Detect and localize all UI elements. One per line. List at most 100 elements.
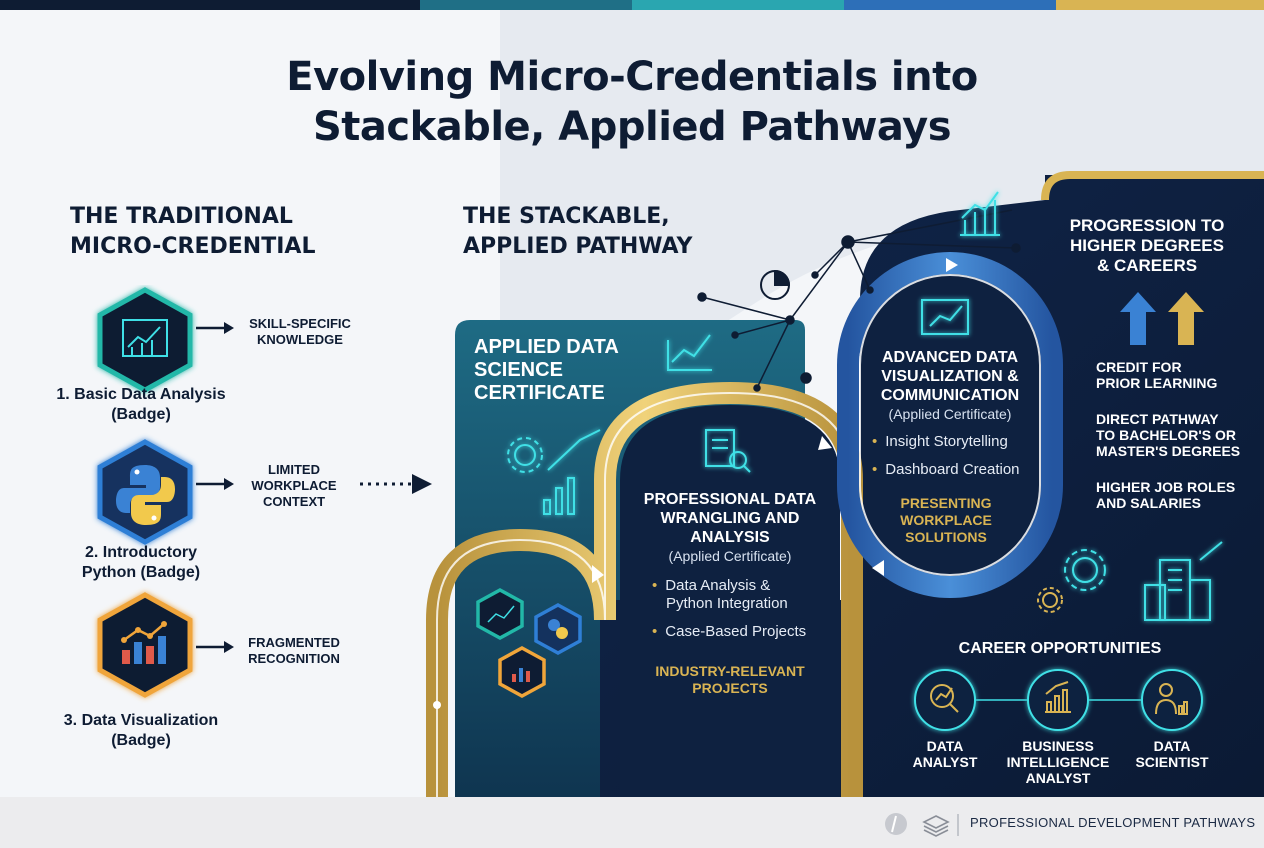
wrangling-title-line-1: PROFESSIONAL DATA xyxy=(643,491,817,508)
certificate-line-2: SCIENCE xyxy=(474,359,563,381)
basic-data-analysis-badge xyxy=(97,287,193,393)
person-chart-icon xyxy=(1155,683,1188,715)
city-icon xyxy=(1144,541,1223,621)
progression-item-degrees: DIRECT PATHWAY TO BACHELOR'S OR MASTER'S… xyxy=(1096,411,1240,459)
career-bi-analyst: BUSINESS INTELLIGENCE ANALYST xyxy=(1002,738,1114,786)
visualization-title: ADVANCED DATA VISUALIZATION & COMMUNICAT… xyxy=(862,348,1038,405)
chart-icon xyxy=(960,191,1000,236)
visualization-title-line-3: COMMUNICATION xyxy=(880,387,1020,404)
wrangling-stage-bg xyxy=(620,405,840,797)
progression-heading-line-1: PROGRESSION TO xyxy=(1069,216,1225,235)
career-network xyxy=(914,669,1203,731)
arrow-up-icon xyxy=(1120,292,1204,345)
visualization-bullet-1-text: Insight Storytelling xyxy=(885,433,1008,450)
progression-heading: PROGRESSION TO HIGHER DEGREES & CAREERS xyxy=(1062,216,1232,276)
wrangling-bullet-2-text: Case-Based Projects xyxy=(665,623,807,640)
pathway-graphic xyxy=(426,171,1264,797)
progression-heading-line-2: HIGHER DEGREES xyxy=(1070,236,1224,255)
wrangling-title: PROFESSIONAL DATA WRANGLING AND ANALYSIS xyxy=(630,490,830,547)
wrangling-bullet-1-text: Data Analysis & xyxy=(665,577,771,594)
limited-context-line-1: LIMITED xyxy=(268,462,320,477)
certificate-line-3: CERTIFICATE xyxy=(474,382,605,404)
badges-column xyxy=(97,287,193,698)
magnifier-chart-icon xyxy=(930,684,959,713)
gear-icon xyxy=(1064,549,1106,591)
footer-bar xyxy=(0,797,1264,848)
data-analyst-line-1: DATA xyxy=(926,738,964,754)
degrees-line-2: TO BACHELOR'S OR xyxy=(1096,427,1236,443)
badge-1-label-line-1: 1. Basic Data Analysis xyxy=(56,386,226,403)
visualization-subtitle: (Applied Certificate) xyxy=(888,406,1012,422)
fragmented-line-1: FRAGMENTED xyxy=(248,635,340,650)
wrangling-title-line-2: WRANGLING AND xyxy=(660,510,800,527)
badge-2-label: 2. Introductory Python (Badge) xyxy=(36,543,246,583)
career-data-scientist: DATA SCIENTIST xyxy=(1122,738,1222,770)
footer-text: PROFESSIONAL DEVELOPMENT PATHWAYS xyxy=(970,815,1256,830)
stack-layers-icon xyxy=(922,815,950,837)
stackable-heading-line-2: APPLIED PATHWAY xyxy=(463,234,693,259)
limited-context-text: LIMITED WORKPLACE CONTEXT xyxy=(234,462,354,510)
industry-projects-line-2: PROJECTS xyxy=(692,680,768,696)
wrangling-bullet-1-cont: Python Integration xyxy=(666,594,788,613)
document-search-icon xyxy=(705,429,751,473)
progression-item-credit: CREDIT FOR PRIOR LEARNING xyxy=(1096,359,1217,391)
skill-specific-line-1: SKILL-SPECIFIC xyxy=(249,316,351,331)
badge-3-label-line-2: (Badge) xyxy=(111,732,171,749)
presentation-icon xyxy=(921,299,969,335)
stacked-badges xyxy=(476,588,582,698)
bi-analyst-line-1: BUSINESS xyxy=(1022,738,1094,754)
visualization-title-line-2: VISUALIZATION & xyxy=(881,368,1019,385)
stackable-heading: THE STACKABLE, APPLIED PATHWAY xyxy=(463,202,692,262)
industry-projects-text: INDUSTRY-RELEVANT PROJECTS xyxy=(630,663,830,697)
fragmented-line-2: RECOGNITION xyxy=(248,651,340,666)
visualization-bullet-2: •Dashboard Creation xyxy=(872,461,1020,478)
degrees-line-3: MASTER'S DEGREES xyxy=(1096,443,1241,459)
footer-logos xyxy=(885,813,959,837)
skill-specific-text: SKILL-SPECIFIC KNOWLEDGE xyxy=(240,316,360,348)
wrangling-bullet-1-cont-text: Python Integration xyxy=(666,595,788,612)
badge-2-label-line-2: Python (Badge) xyxy=(81,564,201,581)
chart-icon xyxy=(122,319,168,357)
wrangling-bullet-2: •Case-Based Projects xyxy=(652,623,807,640)
presenting-line-3: SOLUTIONS xyxy=(905,529,987,545)
top-color-bar xyxy=(0,0,1264,10)
growth-bars-icon xyxy=(543,429,601,515)
wrangling-stage: PROFESSIONAL DATA WRANGLING AND ANALYSIS… xyxy=(630,490,830,565)
visualization-title-line-1: ADVANCED DATA xyxy=(882,349,1018,366)
bi-analyst-line-2: INTELLIGENCE xyxy=(1006,754,1110,770)
presenting-solutions-text: PRESENTING WORKPLACE SOLUTIONS xyxy=(862,495,1030,546)
credit-line-2: PRIOR LEARNING xyxy=(1096,375,1218,391)
traditional-heading: THE TRADITIONAL MICRO-CREDENTIAL xyxy=(70,202,315,262)
badge-2-label-line-1: 2. Introductory xyxy=(84,544,197,561)
wrangling-title-line-3: ANALYSIS xyxy=(690,529,770,546)
gear-icon xyxy=(507,437,543,473)
progression-panel-gold-edge xyxy=(1041,171,1264,201)
traditional-heading-line-1: THE TRADITIONAL xyxy=(70,204,293,229)
progression-heading-line-3: & CAREERS xyxy=(1096,256,1198,275)
badge-3-label: 3. Data Visualization (Badge) xyxy=(36,711,246,751)
background-swoosh xyxy=(500,10,1264,510)
industry-projects-line-1: INDUSTRY-RELEVANT xyxy=(655,663,805,679)
jobs-line-1: HIGHER JOB ROLES xyxy=(1096,479,1236,495)
traditional-heading-line-2: MICRO-CREDENTIAL xyxy=(70,234,316,259)
title-line-2: Stackable, Applied Pathways xyxy=(312,104,952,150)
data-scientist-line-1: DATA xyxy=(1153,738,1191,754)
progression-item-jobs: HIGHER JOB ROLES AND SALARIES xyxy=(1096,479,1235,511)
degrees-line-1: DIRECT PATHWAY xyxy=(1096,411,1219,427)
presenting-line-1: PRESENTING xyxy=(900,495,992,511)
gear-icon-gold xyxy=(1037,587,1063,613)
jobs-line-2: AND SALARIES xyxy=(1096,495,1202,511)
pie-icon xyxy=(760,269,791,300)
fragmented-recognition-text: FRAGMENTED RECOGNITION xyxy=(234,635,354,667)
certificate-heading: APPLIED DATA SCIENCE CERTIFICATE xyxy=(474,336,619,405)
wrangling-subtitle: (Applied Certificate) xyxy=(668,548,792,564)
certificate-line-1: APPLIED DATA xyxy=(474,336,619,358)
stackable-heading-line-1: THE STACKABLE, xyxy=(463,204,670,229)
data-scientist-line-2: SCIENTIST xyxy=(1135,754,1209,770)
limited-context-line-2: WORKPLACE xyxy=(251,478,337,493)
skill-specific-line-2: KNOWLEDGE xyxy=(257,332,343,347)
bar-growth-icon xyxy=(1045,681,1071,713)
bi-analyst-line-3: ANALYST xyxy=(1025,770,1091,786)
visualization-bullet-1: •Insight Storytelling xyxy=(872,433,1008,450)
title-line-1: Evolving Micro-Credentials into xyxy=(286,54,978,100)
